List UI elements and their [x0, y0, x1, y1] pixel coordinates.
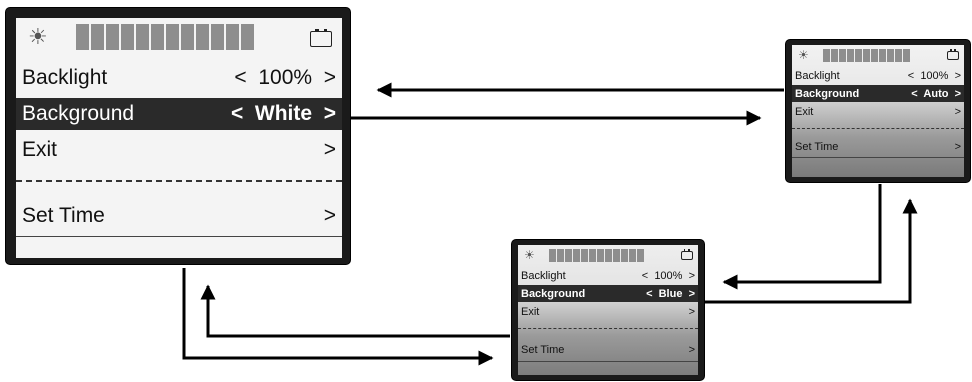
status-bar: ☀	[792, 45, 964, 65]
menu-row-background[interactable]: Background < White >	[16, 98, 342, 130]
menu-row-set-time[interactable]: Set Time >	[16, 200, 342, 232]
menu-label: Background	[795, 87, 860, 100]
menu-label: Set Time	[521, 343, 565, 356]
lcd-display: ☀ Backlight < 100% > Background < Blue >…	[518, 245, 698, 375]
menu-label: Backlight	[521, 269, 566, 282]
menu-row-exit[interactable]: Exit >	[792, 103, 964, 120]
menu-label: Set Time	[795, 140, 839, 153]
arrow-white-to-blue	[182, 268, 494, 366]
brightness-level-bar	[548, 248, 644, 262]
menu-value: >	[954, 105, 961, 118]
menu-value: < 100% >	[234, 66, 336, 89]
menu-row-background[interactable]: Background < Auto >	[792, 85, 964, 102]
screen-white-background: ☀ Backlight < 100% > Background < White …	[6, 8, 350, 264]
menu-value: >	[688, 343, 695, 356]
battery-icon	[310, 29, 333, 47]
sun-icon: ☀	[524, 248, 535, 262]
menu-label: Background	[22, 102, 135, 125]
lcd-display: ☀ Backlight < 100% > Background < White …	[16, 18, 342, 258]
bottom-divider	[16, 236, 342, 237]
bottom-divider	[792, 157, 964, 158]
menu-value: < Auto >	[911, 87, 961, 100]
menu-row-set-time[interactable]: Set Time >	[792, 138, 964, 155]
menu-row-backlight[interactable]: Backlight < 100% >	[16, 62, 342, 94]
separator-dashed	[16, 180, 342, 182]
brightness-level-bar	[75, 24, 254, 50]
menu-label: Backlight	[22, 66, 108, 89]
menu-label: Exit	[795, 105, 814, 118]
menu-label: Set Time	[22, 204, 105, 227]
brightness-level-bar	[822, 48, 910, 62]
battery-icon	[946, 49, 959, 60]
arrow-blue-to-auto	[704, 198, 918, 304]
bottom-divider	[518, 361, 698, 362]
menu-label: Backlight	[795, 69, 840, 82]
menu-value: >	[323, 138, 336, 161]
sun-icon: ☀	[28, 24, 48, 49]
menu-row-exit[interactable]: Exit >	[518, 303, 698, 320]
arrow-auto-to-blue	[722, 184, 882, 290]
status-bar: ☀	[16, 18, 342, 56]
screen-blue-background: ☀ Backlight < 100% > Background < Blue >…	[512, 240, 704, 380]
sun-icon: ☀	[798, 48, 809, 62]
lcd-display: ☀ Backlight < 100% > Background < Auto >…	[792, 45, 964, 177]
menu-value: >	[954, 140, 961, 153]
menu-row-exit[interactable]: Exit >	[16, 134, 342, 166]
menu-value: < Blue >	[646, 287, 695, 300]
menu-value: >	[688, 305, 695, 318]
menu-value: < 100% >	[641, 269, 695, 282]
menu-row-set-time[interactable]: Set Time >	[518, 341, 698, 358]
arrow-blue-to-white	[200, 284, 510, 338]
menu-row-backlight[interactable]: Backlight < 100% >	[792, 67, 964, 84]
separator-dashed	[792, 128, 964, 129]
menu-row-background[interactable]: Background < Blue >	[518, 285, 698, 302]
status-bar: ☀	[518, 245, 698, 265]
menu-label: Exit	[22, 138, 58, 161]
menu-row-backlight[interactable]: Backlight < 100% >	[518, 267, 698, 284]
menu-value: >	[323, 204, 336, 227]
battery-icon	[680, 249, 693, 260]
screen-auto-background: ☀ Backlight < 100% > Background < Auto >…	[786, 40, 970, 182]
menu-value: < White >	[230, 102, 336, 125]
menu-label: Exit	[521, 305, 540, 318]
separator-dashed	[518, 328, 698, 329]
menu-value: < 100% >	[907, 69, 961, 82]
menu-label: Background	[521, 287, 586, 300]
